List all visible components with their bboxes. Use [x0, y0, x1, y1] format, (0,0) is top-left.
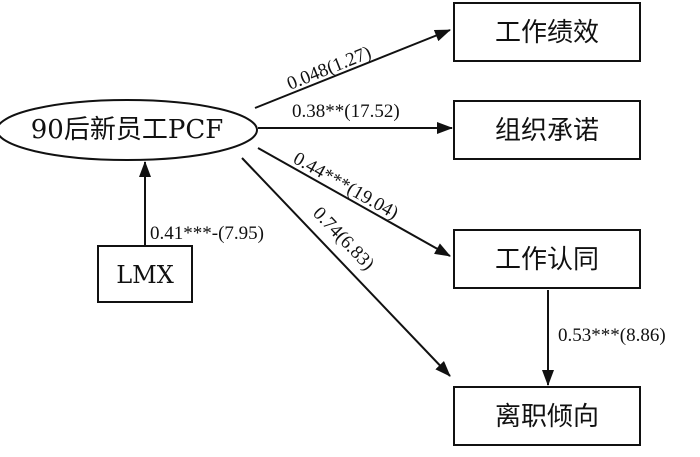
label-to-commitment: 0.38**(17.52) [292, 101, 400, 122]
source-node-label: 90后新员工PCF [31, 115, 224, 145]
performance-node [453, 2, 641, 62]
lmx-node-label: LMX [116, 261, 174, 289]
label-to-identification: 0.44***(19.04) [290, 148, 402, 224]
commitment-node [453, 100, 641, 160]
turnover-node-label: 离职倾向 [495, 402, 599, 432]
label-identification-to-turnover: 0.53***(8.86) [558, 325, 666, 346]
performance-node-label: 工作绩效 [495, 18, 599, 48]
label-to-performance: 0.048(1.27) [284, 42, 374, 94]
identification-node-label: 工作认同 [495, 245, 599, 275]
source-node [0, 99, 258, 161]
turnover-node [453, 386, 641, 446]
arrow-source-to-turnover [241, 157, 451, 377]
commitment-node-label: 组织承诺 [495, 116, 599, 146]
label-lmx-to-source: 0.41***-(7.95) [150, 223, 264, 244]
arrow-source-to-performance [254, 29, 451, 109]
identification-node [453, 229, 641, 289]
lmx-node [97, 245, 193, 303]
arrow-source-to-identification [257, 147, 451, 257]
